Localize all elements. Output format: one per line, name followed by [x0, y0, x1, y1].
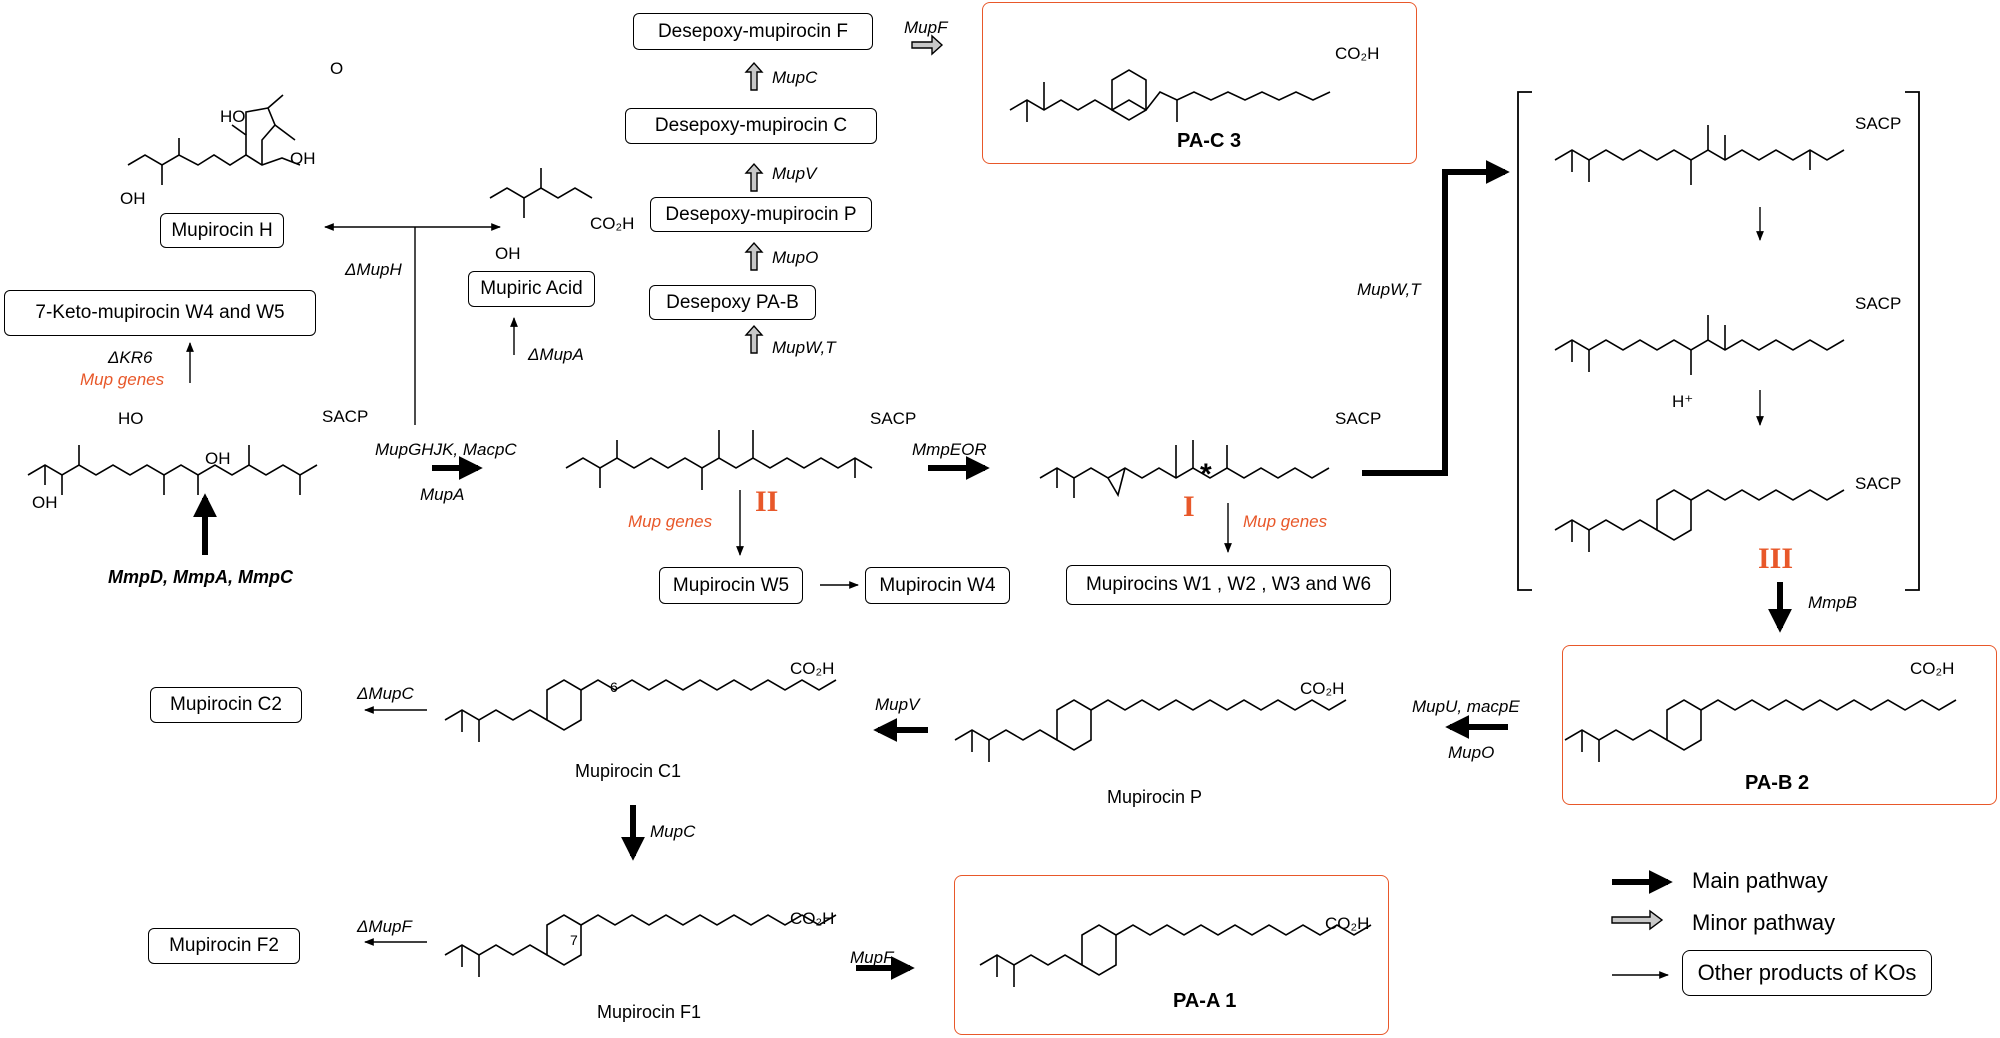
pa-a-highlight — [954, 875, 1389, 1035]
enzyme-dmupf: ΔMupF — [357, 917, 412, 936]
mupirocin-f2-box: Mupirocin F2 — [148, 928, 300, 964]
enzyme-mupc-mid: MupC — [650, 822, 696, 841]
enzyme-dkr6: ΔKR6 — [108, 348, 153, 367]
pa-b-highlight — [1562, 645, 1997, 805]
atom-co2h: CO₂H — [1325, 914, 1370, 933]
atom-hplus: H⁺ — [1672, 392, 1694, 411]
atom-ho: HO — [118, 409, 144, 428]
atom-sacp: SACP — [322, 407, 369, 426]
atom-ho: HO — [220, 107, 246, 126]
enzyme-mupghjk: MupGHJK, MacpC — [375, 440, 517, 459]
ko-arrows — [186, 207, 1764, 979]
keto-mupirocin-box: 7-Keto-mupirocin W4 and W5 — [4, 290, 316, 336]
stereocenter-star: * — [1200, 458, 1212, 491]
main-pathway-arrows — [193, 160, 1792, 980]
mupirocin-p-name: Mupirocin P — [1107, 787, 1203, 807]
enzyme-mmpeor: MmpEOR — [912, 440, 987, 459]
legend-main: Main pathway — [1692, 868, 1828, 893]
pa-c-highlight — [982, 2, 1417, 164]
mupiric-acid-box: Mupiric Acid — [468, 271, 595, 307]
atom-co2h: CO₂H — [790, 909, 835, 928]
enzyme-mupo-top: MupO — [772, 248, 819, 267]
atom-co2h: CO₂H — [1910, 659, 1955, 678]
enzyme-dmuph: ΔMupH — [345, 260, 402, 279]
enzyme-mupf-bottom: MupF — [850, 948, 894, 967]
label-mup-genes-3: Mup genes — [1243, 512, 1328, 531]
enzyme-mupu: MupU, macpE — [1412, 697, 1520, 716]
enzyme-mupv-mid: MupV — [875, 695, 920, 714]
atom-oh: OH — [32, 493, 58, 512]
minor-pathway-arrows — [744, 34, 1664, 931]
mupirocin-c1-name: Mupirocin C1 — [575, 761, 682, 781]
pa-c-name: PA-C 3 — [1177, 130, 1242, 152]
enzyme-mupf-top: MupF — [904, 18, 948, 37]
enzyme-dmupa: ΔMupA — [528, 345, 584, 364]
intermediate-i-label: I — [1183, 490, 1195, 523]
mupirocin-f1-name: Mupirocin F1 — [597, 1002, 702, 1022]
mupirocin-w5-box: Mupirocin W5 — [659, 567, 803, 604]
atom-o: O — [330, 59, 344, 78]
enzyme-dmupc: ΔMupC — [357, 684, 414, 703]
enzyme-mupc-top: MupC — [772, 68, 818, 87]
atom-sacp: SACP — [1855, 294, 1902, 313]
atom-co2h: CO₂H — [1335, 44, 1380, 63]
desepoxy-mupirocin-c-box: Desepoxy-mupirocin C — [625, 108, 877, 144]
atom-oh: OH — [205, 449, 231, 468]
enzyme-mupo-right: MupO — [1448, 743, 1495, 762]
atom-sacp: SACP — [1335, 409, 1382, 428]
desepoxy-mupirocin-f-box: Desepoxy-mupirocin F — [633, 13, 873, 50]
pa-a-name: PA-A 1 — [1173, 990, 1237, 1012]
desepoxy-mupirocin-p-box: Desepoxy-mupirocin P — [650, 197, 872, 232]
enzyme-mmpdac: MmpD, MmpA, MmpC — [108, 567, 293, 587]
atom-co2h: CO₂H — [790, 659, 835, 678]
enzyme-mupwt-mid: MupW,T — [772, 338, 836, 357]
label-mup-genes-1: Mup genes — [80, 370, 165, 389]
atom-oh: OH — [290, 149, 316, 168]
atom-co2h: CO₂H — [590, 214, 635, 233]
pa-b-name: PA-B 2 — [1745, 772, 1810, 794]
atom-oh: OH — [495, 244, 521, 263]
atom-sacp: SACP — [1855, 474, 1902, 493]
enzyme-mupwt-right: MupW,T — [1357, 280, 1421, 299]
mupirocin-h-box: Mupirocin H — [160, 213, 284, 248]
mupirocin-c2-box: Mupirocin C2 — [150, 687, 302, 723]
legend-other: Other products of KOs — [1682, 950, 1932, 996]
intermediate-bracket — [1517, 91, 1920, 591]
desepoxy-pa-b-box: Desepoxy PA-B — [649, 285, 816, 320]
mupirocins-w-box: Mupirocins W1 , W2 , W3 and W6 — [1066, 565, 1391, 605]
legend-minor: Minor pathway — [1692, 910, 1836, 935]
atom-c7: 7 — [570, 932, 578, 948]
enzyme-mupv-top: MupV — [772, 164, 817, 183]
mupirocin-w4-box: Mupirocin W4 — [865, 567, 1010, 604]
atom-co2h: CO₂H — [1300, 679, 1345, 698]
atom-sacp: SACP — [1855, 114, 1902, 133]
atom-sacp: SACP — [870, 409, 917, 428]
molecular-structures — [27, 69, 1957, 987]
enzyme-mupa: MupA — [420, 485, 465, 504]
label-mup-genes-2: Mup genes — [628, 512, 713, 531]
intermediate-ii-label: II — [755, 485, 779, 518]
enzyme-mmpb: MmpB — [1808, 593, 1858, 612]
atom-c6: 6 — [610, 679, 618, 695]
intermediate-iii-label: III — [1758, 542, 1794, 575]
atom-oh: OH — [120, 189, 146, 208]
